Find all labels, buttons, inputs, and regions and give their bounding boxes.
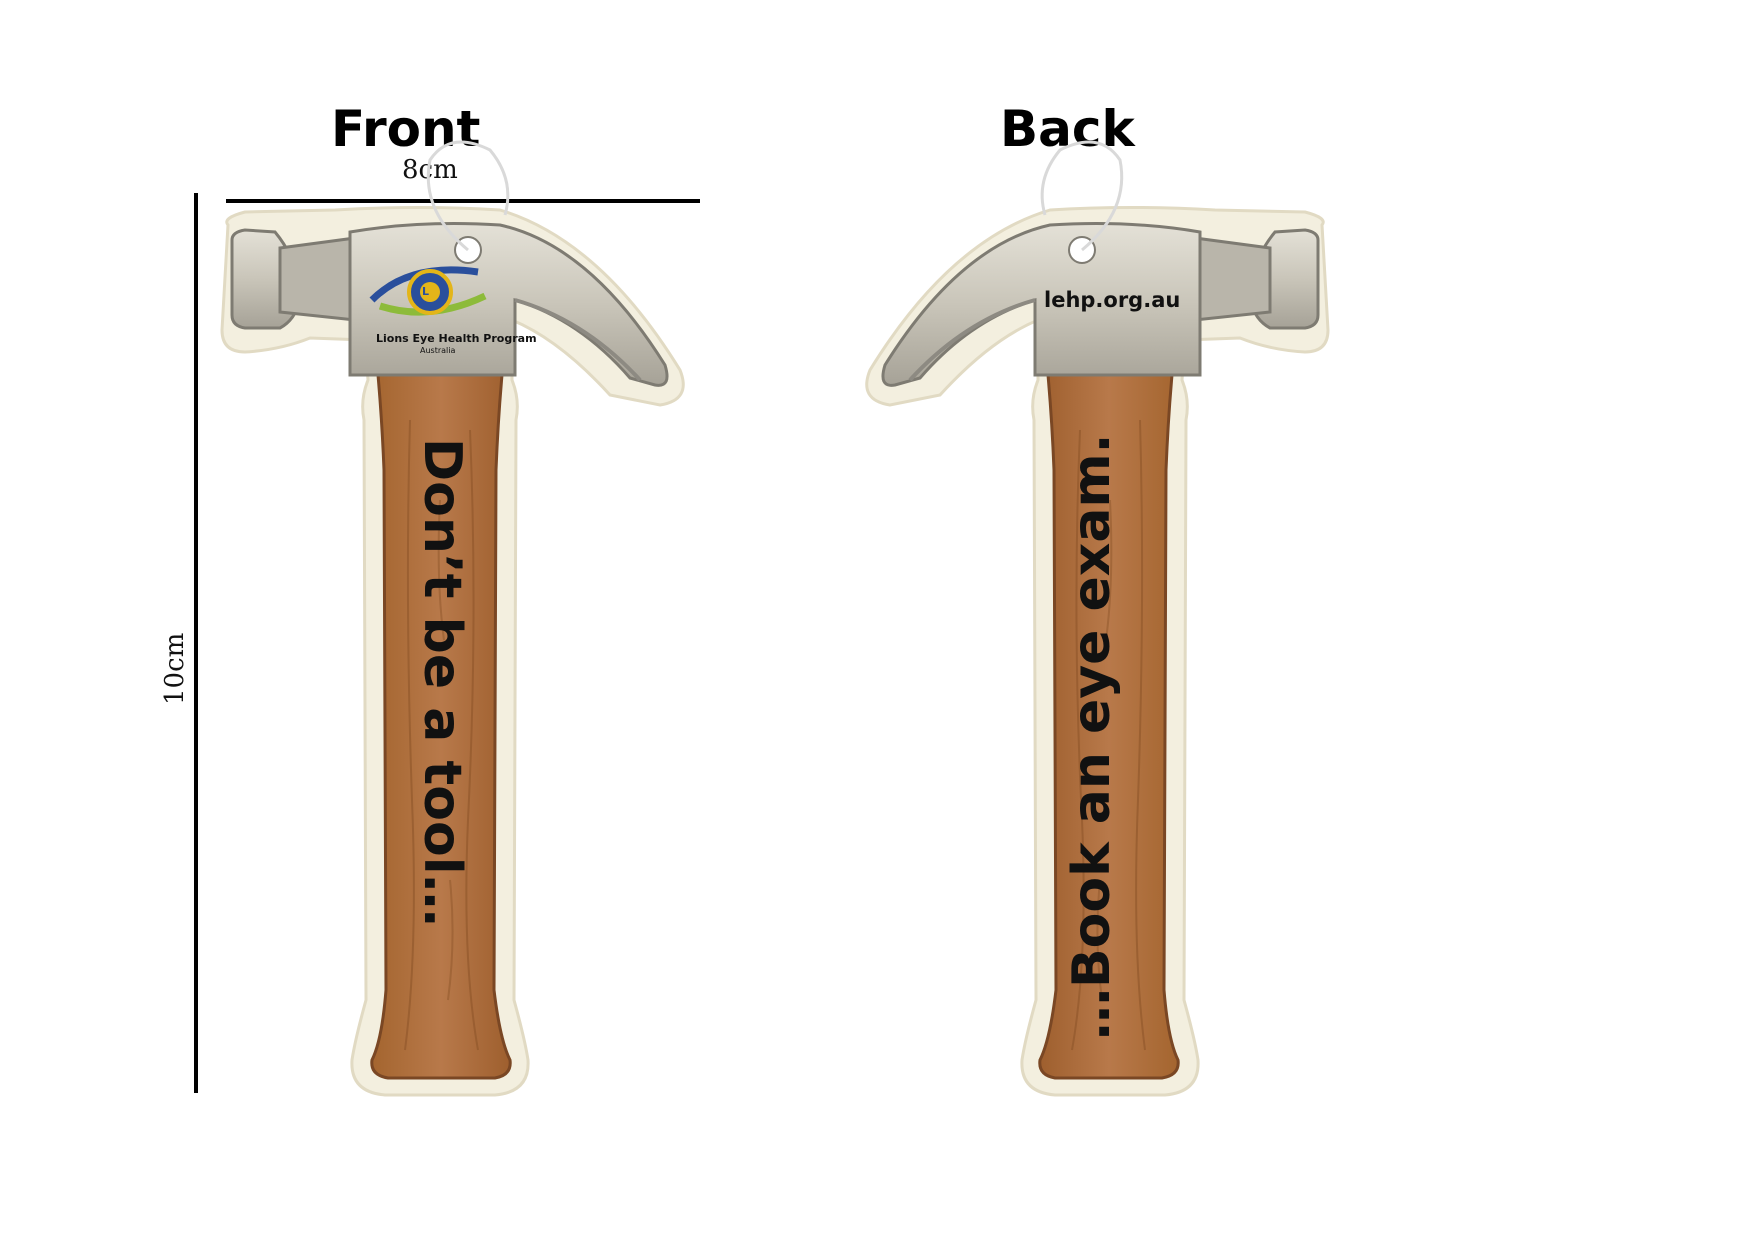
front-handle-text: Don’t be a tool… — [412, 438, 472, 927]
front-title: Front — [331, 100, 481, 158]
height-dimension-line — [194, 193, 198, 1093]
width-dimension-line — [226, 199, 700, 203]
back-title: Back — [1000, 100, 1135, 158]
back-handle-text: …Book an eye exam. — [1062, 433, 1122, 1040]
lions-logo-emblem — [369, 266, 487, 316]
website-text: lehp.org.au — [1044, 288, 1181, 312]
logo-emblem-letter: L — [422, 285, 430, 298]
logo-name-text: Lions Eye Health Program — [376, 332, 537, 345]
logo-country-text: Australia — [420, 346, 456, 355]
